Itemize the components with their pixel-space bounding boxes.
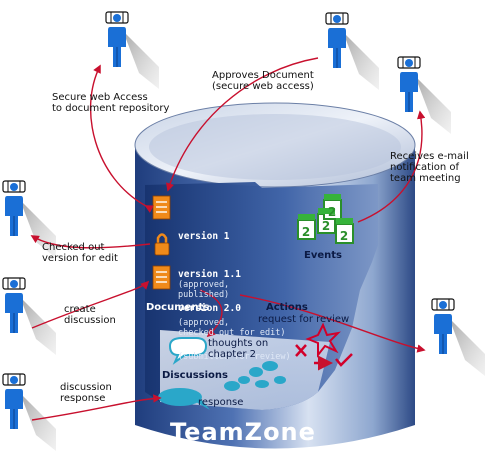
lock-icon xyxy=(154,233,170,256)
user-figure xyxy=(2,373,57,452)
brand-title: TeamZone xyxy=(170,418,316,446)
version-title: version 1 xyxy=(178,231,230,242)
star-icon xyxy=(305,322,341,358)
user-figure xyxy=(431,298,486,377)
arrow-review xyxy=(239,294,426,353)
user-figure xyxy=(325,12,380,91)
calendar-day: 2 xyxy=(340,229,348,243)
arrow-documents-to-discussion xyxy=(199,289,223,338)
version-item[interactable]: version 1 (approved, published) xyxy=(178,193,229,319)
arrow-checkout xyxy=(30,235,151,249)
speech-bubble-icon xyxy=(168,337,208,365)
arrow-email xyxy=(357,110,426,223)
calendar-day: 2 xyxy=(302,225,310,239)
workflow-arrows xyxy=(30,57,426,421)
version-item[interactable]: version 2.0 (submitted for review) xyxy=(178,265,291,381)
section-discussions: Discussions xyxy=(162,370,229,381)
version-title: version 2.0 xyxy=(178,303,241,314)
arrow-discussion-response xyxy=(31,394,162,421)
document-icon xyxy=(152,265,171,290)
actions-detail: request for review xyxy=(258,314,350,325)
x-mark-icon xyxy=(295,344,307,357)
annotation-secure-access: Secure web Access to document repository xyxy=(52,92,170,114)
arrow-secure-access xyxy=(89,64,154,213)
annotation-receives-email: Receives e-mail notification of team mee… xyxy=(390,151,469,184)
calendar-day: 2 xyxy=(322,219,330,233)
arrow-approves xyxy=(166,57,319,192)
version-status: (approved, checked out for edit) xyxy=(178,318,286,338)
annotation-approves-document: Approves Document (secure web access) xyxy=(212,70,314,92)
version-title: version 1.1 xyxy=(178,269,241,280)
arrow-create-discussion xyxy=(31,280,150,329)
calendar-day: 2 xyxy=(328,205,336,219)
annotation-checked-out: Checked out version for edit xyxy=(42,242,118,264)
version-item[interactable]: version 1.1 (approved, checked out for e… xyxy=(178,231,285,357)
annotation-discussion-response: discussion response xyxy=(60,382,112,404)
events-calendar-icon: 2 2 2 2 xyxy=(297,194,354,244)
document-icon xyxy=(152,195,171,220)
user-figure xyxy=(105,11,160,90)
actions-icons xyxy=(295,322,353,371)
discussion-topic: thoughts on chapter 2 xyxy=(208,338,269,360)
speech-bubble-icon xyxy=(158,361,286,410)
annotation-create-discussion: create discussion xyxy=(64,304,116,326)
section-actions: Actions xyxy=(266,302,308,313)
version-status: (approved, published) xyxy=(178,280,230,300)
checkmark-icon xyxy=(335,353,353,367)
user-figure xyxy=(2,277,57,356)
discussion-response-label: response xyxy=(198,397,244,408)
section-events: Events xyxy=(304,250,342,261)
version-status: (submitted for review) xyxy=(178,352,291,362)
user-figure xyxy=(397,56,452,135)
section-documents: Documents xyxy=(146,302,210,313)
